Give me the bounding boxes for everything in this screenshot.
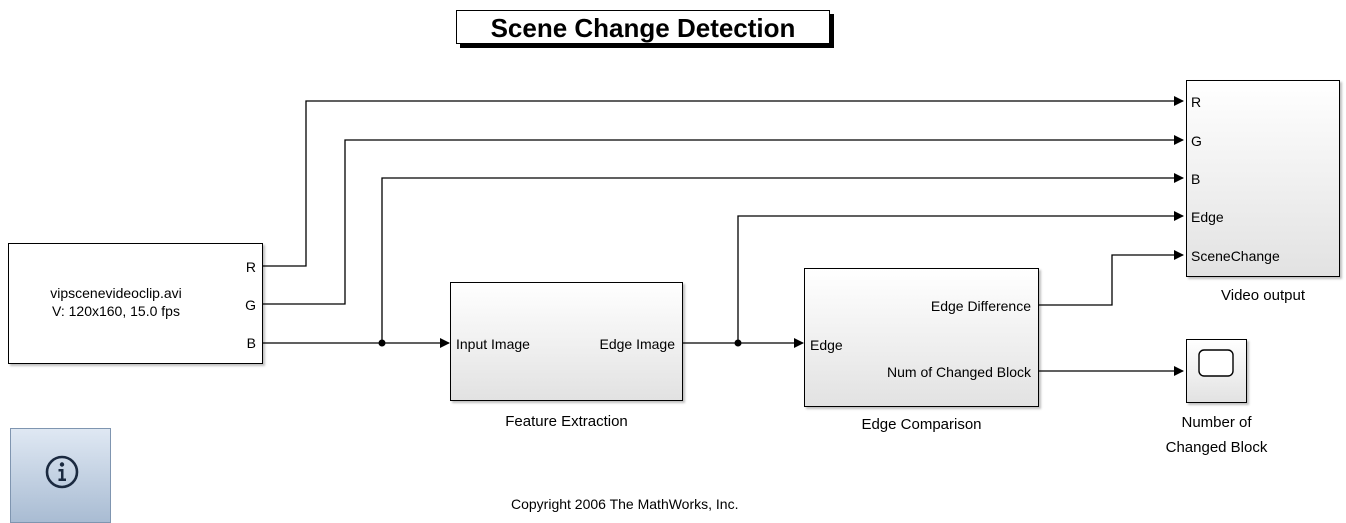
video-source-block[interactable]: vipscenevideoclip.avi V: 120x160, 15.0 f… [8, 243, 263, 364]
video-port-edge: Edge [1191, 209, 1224, 225]
scope-label-line2: Changed Block [1165, 439, 1268, 456]
video-output-label: Video output [1221, 287, 1305, 304]
edge-comparison-block[interactable]: Edge Edge Difference Num of Changed Bloc… [804, 268, 1039, 407]
scope-icon [1198, 349, 1234, 377]
scope-block[interactable] [1186, 339, 1247, 403]
info-icon [45, 455, 79, 489]
edge-comparison-label: Edge Comparison [861, 416, 982, 433]
num-changed-block-port: Num of Changed Block [887, 364, 1031, 380]
video-output-block[interactable]: R G B Edge SceneChange [1186, 80, 1340, 277]
source-port-b: B [246, 335, 256, 351]
info-button[interactable] [10, 428, 111, 523]
signal-line-scenechange [1039, 250, 1184, 306]
feature-input-port: Input Image [456, 336, 530, 352]
signal-line-b-branch [381, 173, 1184, 343]
video-port-r: R [1191, 94, 1202, 110]
signal-line-r [262, 96, 1184, 267]
video-port-b: B [1191, 171, 1201, 187]
source-port-g: G [245, 297, 256, 313]
video-port-scenechange: SceneChange [1191, 248, 1280, 264]
branch-point-b [378, 339, 386, 347]
feature-extraction-block[interactable]: Input Image Edge Image [450, 282, 683, 401]
copyright-text: Copyright 2006 The MathWorks, Inc. [511, 496, 739, 512]
signal-line-g [262, 135, 1184, 305]
source-port-r: R [245, 259, 256, 275]
source-format: V: 120x160, 15.0 fps [52, 303, 180, 319]
signal-line-edge-branch [737, 211, 1184, 343]
edge-difference-port: Edge Difference [930, 298, 1031, 314]
feature-output-port: Edge Image [599, 336, 676, 352]
source-filename: vipscenevideoclip.avi [50, 285, 182, 301]
edge-input-port: Edge [810, 337, 843, 353]
diagram-title: Scene Change Detection [456, 10, 830, 44]
feature-extraction-label: Feature Extraction [505, 413, 628, 430]
branch-point-edge [734, 339, 742, 347]
video-port-g: G [1191, 133, 1202, 149]
scope-label-line1: Number of [1181, 414, 1252, 431]
